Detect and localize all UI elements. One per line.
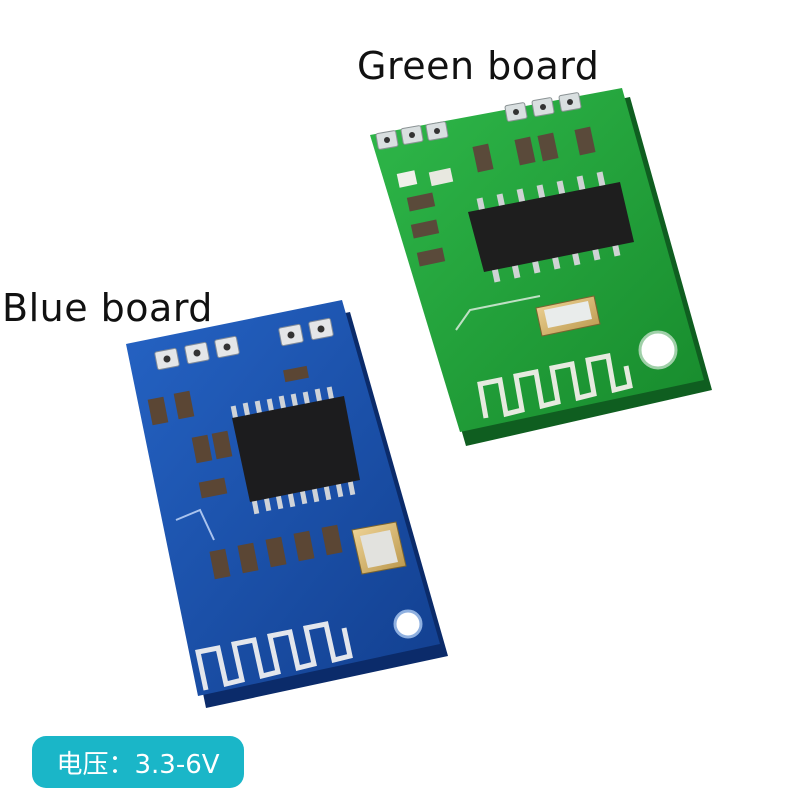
green-mounting-hole: [638, 330, 678, 370]
green-ic-chip: [468, 182, 634, 272]
blue-board-face: [126, 300, 440, 696]
blue-crystal: [351, 521, 407, 575]
blue-ic-pins: [230, 386, 356, 515]
blue-mounting-hole: [393, 609, 423, 639]
blue-board-label: Blue board: [2, 286, 213, 330]
blue-antenna-trace: [195, 621, 353, 691]
green-ic-pins: [476, 171, 621, 283]
blue-ic-chip: [232, 396, 360, 502]
green-antenna-trace: [477, 353, 633, 419]
green-board-label: Green board: [357, 44, 600, 88]
green-smd-components: [396, 126, 596, 267]
voltage-badge: 电压：3.3-6V: [32, 736, 244, 788]
blue-smd-components: [147, 365, 343, 580]
blue-board: [126, 300, 448, 708]
green-board: [370, 88, 712, 446]
green-crystal: [535, 295, 601, 337]
